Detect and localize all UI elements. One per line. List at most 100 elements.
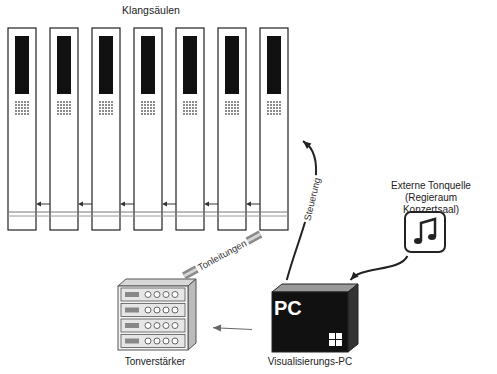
speaker-columns — [8, 28, 288, 230]
source-label: Externe Tonquelle (Regieraum Konzertsaal… — [372, 180, 490, 216]
speaker-grille-dot — [24, 101, 26, 103]
speaker-grille-dot — [99, 113, 101, 115]
speaker-grille-dot — [273, 113, 275, 115]
speaker-column — [134, 28, 162, 230]
speaker-grille-dot — [27, 104, 29, 106]
rack-knob — [154, 292, 160, 298]
speaker-grille-dot — [111, 101, 113, 103]
speaker-grille-dot — [186, 107, 188, 109]
speaker-grille-dot — [192, 107, 194, 109]
rack-unit — [121, 319, 185, 332]
chain-wire — [40, 204, 50, 205]
speaker-grille-dot — [234, 110, 236, 112]
speaker-grille-dot — [231, 104, 233, 106]
speaker-column — [8, 28, 36, 230]
speaker-grille-dot — [27, 101, 29, 103]
speaker-grille-dot — [228, 104, 230, 106]
speaker-grille-dot — [270, 101, 272, 103]
speaker-column — [260, 28, 288, 230]
speaker-grille-dot — [69, 104, 71, 106]
speaker-grille-dot — [147, 113, 149, 115]
speaker-grille-dot — [144, 101, 146, 103]
speaker-grille-dot — [195, 113, 197, 115]
bus-wire — [8, 216, 288, 217]
speaker-grille-dot — [195, 104, 197, 106]
speaker-grille-dot — [183, 113, 185, 115]
pc-badge: PC — [274, 296, 302, 320]
speaker-grille-dot — [153, 101, 155, 103]
speaker-grille-dot — [144, 107, 146, 109]
speaker-grille-dot — [279, 101, 281, 103]
speaker-grille-dot — [99, 110, 101, 112]
speaker-grille-dot — [189, 101, 191, 103]
speaker-grille-dot — [66, 110, 68, 112]
speaker-grille-dot — [63, 104, 65, 106]
speaker-grille-dot — [234, 107, 236, 109]
speaker-grille-dot — [27, 107, 29, 109]
speaker-grille-dot — [105, 113, 107, 115]
device-label: Visualisierungs-PC — [252, 356, 368, 368]
rack-knob — [172, 338, 178, 344]
pc-logo — [336, 340, 342, 346]
speaker-grille-dot — [276, 101, 278, 103]
speaker-grille-dot — [273, 104, 275, 106]
connector-line — [351, 256, 408, 280]
speaker-grille-dot — [192, 104, 194, 106]
speaker-grille-dot — [21, 107, 23, 109]
rack-display — [125, 292, 139, 297]
speaker-grille-dot — [18, 110, 20, 112]
speaker-grille-dot — [57, 110, 59, 112]
rack-front — [118, 286, 188, 350]
speaker-grille-dot — [102, 110, 104, 112]
speaker-grille-dot — [237, 110, 239, 112]
speaker-grille-dot — [270, 104, 272, 106]
pc-logo — [336, 333, 342, 339]
rack-display — [125, 323, 139, 328]
speaker-grille-dot — [99, 101, 101, 103]
note-head — [414, 238, 422, 244]
speaker-grille-dot — [279, 113, 281, 115]
rack-knob — [145, 292, 151, 298]
cable-band — [184, 234, 260, 276]
speaker-grille-dot — [60, 104, 62, 106]
speaker-grille-dot — [60, 113, 62, 115]
connector-label: Steuerung — [301, 174, 323, 223]
speaker-grille-dot — [21, 101, 23, 103]
speaker-grille-dot — [24, 104, 26, 106]
chain-arrowhead — [204, 202, 209, 207]
speaker-grille-dot — [63, 110, 65, 112]
music-icon — [405, 212, 445, 252]
speaker-grille-dot — [186, 104, 188, 106]
speaker-grille-dot — [228, 107, 230, 109]
speaker-grille-dot — [69, 101, 71, 103]
speaker-grille-dot — [147, 101, 149, 103]
speaker-grille-dot — [183, 110, 185, 112]
speaker-grille-dot — [228, 113, 230, 115]
rack-knob — [154, 307, 160, 313]
speaker-grille-dot — [21, 113, 23, 115]
speaker-grille-dot — [141, 107, 143, 109]
rack-knob — [145, 307, 151, 313]
speaker-grille-dot — [192, 113, 194, 115]
speaker-grille-dot — [231, 101, 233, 103]
speaker-grille-dot — [237, 107, 239, 109]
speaker-grille-dot — [228, 110, 230, 112]
speaker-grille-dot — [267, 107, 269, 109]
speaker-grille-dot — [102, 104, 104, 106]
chain-wire — [124, 204, 134, 205]
column-group: Klangsäulen — [0, 2, 303, 234]
speaker-grille-dot — [153, 104, 155, 106]
speaker-grille-dot — [111, 104, 113, 106]
speaker-grille-dot — [60, 101, 62, 103]
speaker-grille-dot — [270, 113, 272, 115]
speaker-grille-dot — [63, 107, 65, 109]
rack-top — [118, 279, 196, 286]
speaker-grille-dot — [24, 113, 26, 115]
speaker-grille-dot — [108, 110, 110, 112]
speaker-grille-dot — [108, 113, 110, 115]
speaker-grille-dot — [279, 110, 281, 112]
speaker-grille-dot — [183, 104, 185, 106]
speaker-grille-dot — [108, 104, 110, 106]
column-display — [267, 36, 281, 94]
cable-band-highlight — [184, 234, 260, 276]
